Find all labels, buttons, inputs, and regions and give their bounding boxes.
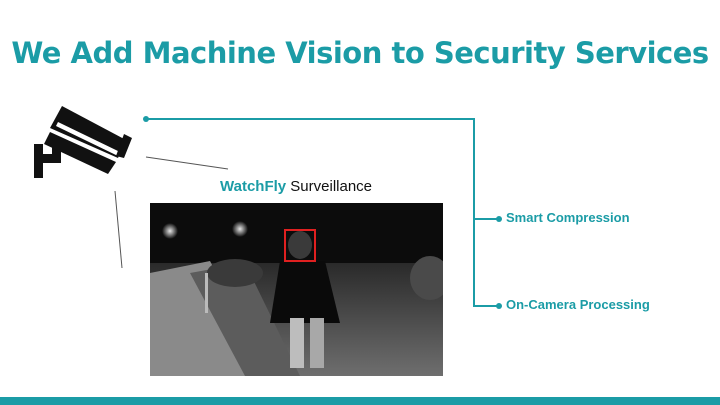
surveillance-brand: WatchFly [220, 178, 287, 195]
bottom-accent-bar [0, 397, 720, 405]
surveillance-video-frame [150, 203, 443, 376]
feature-on-camera-processing: On-Camera Processing [506, 297, 650, 312]
security-camera-icon [34, 106, 132, 178]
surveillance-text: Surveillance [290, 178, 373, 195]
surveillance-label: WatchFly Surveillance [220, 178, 372, 195]
feature-smart-compression: Smart Compression [506, 210, 630, 225]
slide-title: We Add Machine Vision to Security Servic… [11, 36, 709, 70]
